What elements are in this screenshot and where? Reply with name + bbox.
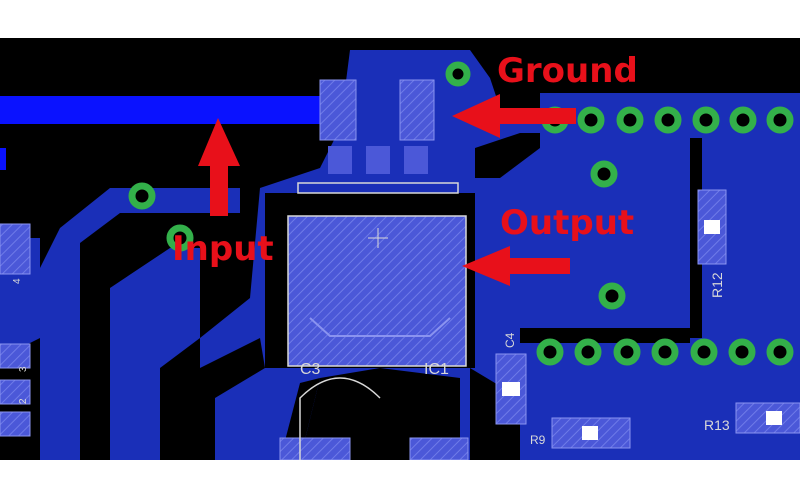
vias: [128, 61, 794, 366]
label-r12: R12: [709, 272, 725, 298]
input-arrow-icon: [198, 118, 240, 216]
output-arrow-icon: [462, 246, 570, 286]
label-c4: C4: [503, 332, 517, 348]
callout-output: Output: [500, 203, 634, 243]
label-left-4: 4: [12, 278, 23, 284]
label-r9: R9: [530, 433, 546, 447]
callout-ground: Ground: [497, 51, 638, 91]
input-trace: [0, 96, 330, 170]
label-c3: C3: [300, 361, 321, 378]
regulator-pads: [319, 79, 435, 174]
ground-arrow-icon: [452, 94, 576, 138]
label-left-2: 2: [18, 398, 29, 404]
pcb-layout-view: C3 IC1 C4 R12 R13 R9 4 3 2 Ground Output…: [0, 38, 800, 460]
smd-components: [279, 189, 800, 460]
label-r13: R13: [704, 417, 730, 433]
callout-input: Input: [172, 229, 274, 269]
label-left-3: 3: [18, 366, 29, 372]
left-edge-pads: [0, 223, 31, 437]
ic1-footprint: [287, 182, 467, 367]
label-ic1: IC1: [424, 361, 449, 378]
